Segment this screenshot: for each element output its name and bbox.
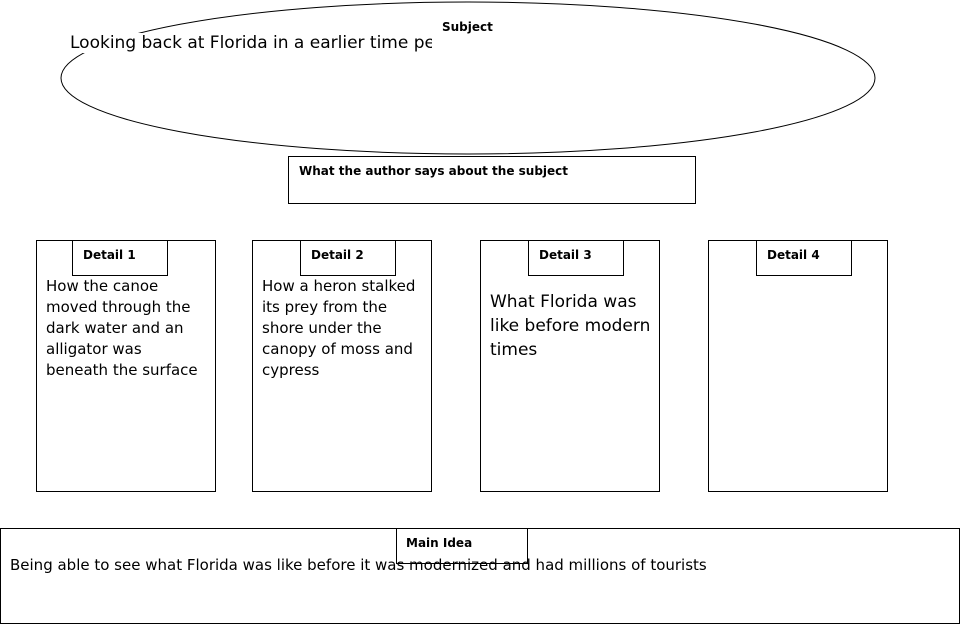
detail-1-tab	[72, 240, 168, 276]
main-idea-label: Main Idea	[406, 536, 473, 550]
main-idea-tab	[396, 528, 528, 564]
detail-4-tab	[756, 240, 852, 276]
detail-1-label: Detail 1	[83, 248, 136, 262]
detail-2-box	[252, 240, 432, 492]
detail-3-tab	[528, 240, 624, 276]
detail-3-text: What Florida was like before modern time…	[490, 292, 651, 360]
detail-2-label: Detail 2	[311, 248, 364, 262]
detail-1-box	[36, 240, 216, 492]
detail-4-box	[708, 240, 888, 492]
detail-1-text: How the canoe moved through the dark wat…	[46, 277, 198, 379]
author-says-box	[288, 156, 696, 204]
detail-3-box	[480, 240, 660, 492]
subject-text: Looking back at Florida in a earlier tim…	[70, 33, 432, 53]
detail-4-label: Detail 4	[767, 248, 820, 262]
detail-2-tab	[300, 240, 396, 276]
author-says-label: What the author says about the subject	[299, 164, 569, 178]
detail-3-label: Detail 3	[539, 248, 592, 262]
detail-2-text: How a heron stalked its prey from the sh…	[262, 277, 416, 379]
main-idea-text: Being able to see what Florida was like …	[10, 556, 707, 574]
subject-label: Subject	[442, 20, 493, 34]
